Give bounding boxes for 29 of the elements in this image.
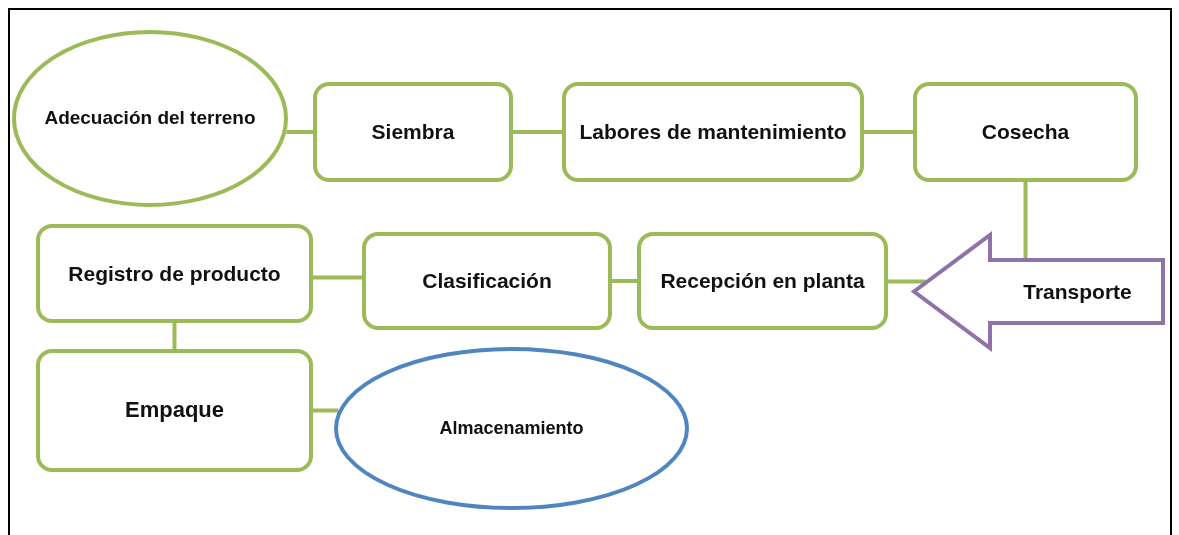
connector-line — [313, 408, 339, 413]
connector-line — [612, 279, 637, 283]
connector-line — [286, 130, 313, 134]
connector-line — [864, 130, 913, 134]
node-label: Transporte — [1022, 278, 1133, 305]
process-box — [637, 232, 888, 330]
node-label: Cosecha — [980, 119, 1071, 146]
process-box — [36, 349, 313, 472]
connector-line — [313, 275, 362, 280]
process-ellipse — [12, 30, 288, 207]
node-label: Siembra — [370, 119, 456, 146]
connector-line — [513, 130, 562, 134]
process-box — [362, 232, 612, 330]
connector-line — [1023, 182, 1028, 260]
process-box — [562, 82, 864, 182]
connector-line — [888, 279, 926, 284]
process-box — [313, 82, 513, 182]
block-arrow — [912, 233, 1165, 350]
node-label: Registro de producto — [67, 260, 282, 287]
node-label: Recepción en planta — [659, 268, 866, 295]
node-label: Almacenamiento — [438, 416, 585, 440]
process-box — [36, 224, 313, 323]
connector-line — [172, 323, 177, 349]
process-ellipse — [334, 347, 689, 510]
node-label: Clasificación — [421, 268, 553, 295]
node-label: Empaque — [124, 396, 225, 425]
node-label: Labores de mantenimiento — [578, 119, 848, 146]
process-box — [913, 82, 1138, 182]
node-label: Adecuación del terreno — [43, 106, 257, 131]
